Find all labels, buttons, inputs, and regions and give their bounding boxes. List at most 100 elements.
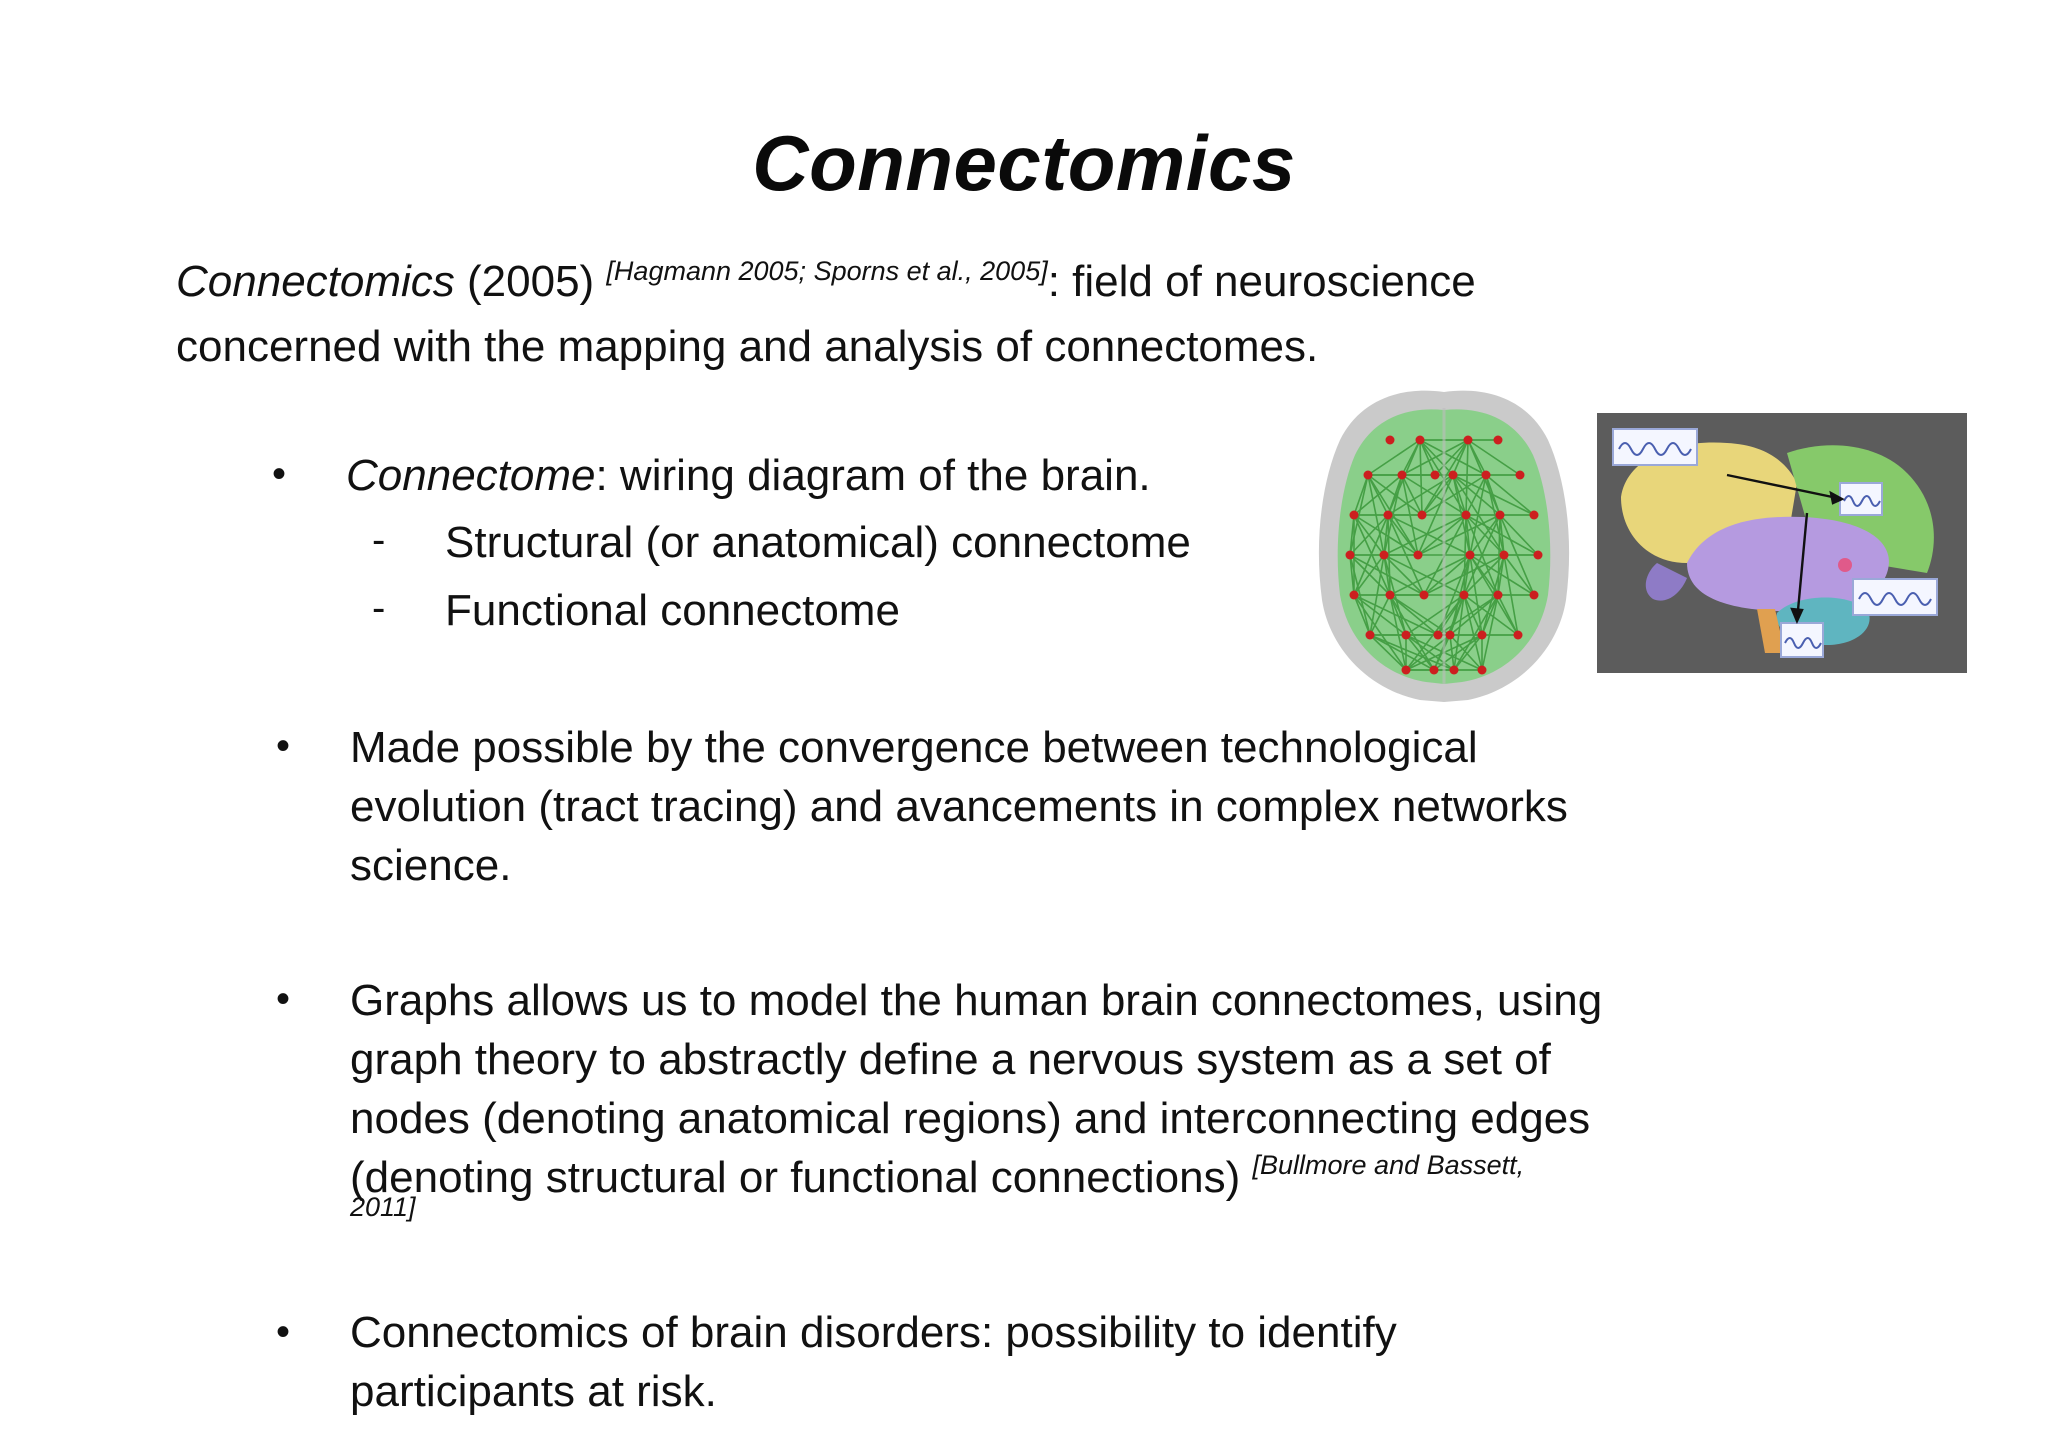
network-edge <box>1369 634 1455 671</box>
bullet-3-symbol: • <box>276 977 291 1021</box>
network-edge <box>1421 474 1487 516</box>
network-node <box>1459 590 1469 600</box>
network-node <box>1515 470 1525 480</box>
network-node <box>1385 435 1395 445</box>
signal-box-2 <box>1839 482 1883 516</box>
network-edges <box>1349 439 1539 671</box>
network-nodes <box>1345 435 1543 675</box>
network-edge <box>1449 594 1499 636</box>
network-edge <box>1353 594 1371 636</box>
network-edge <box>1463 594 1519 636</box>
network-edge <box>1465 439 1469 516</box>
intro-term: Connectomics <box>176 257 455 306</box>
network-edge <box>1389 594 1451 636</box>
network-node <box>1349 510 1359 520</box>
network-node <box>1477 665 1487 675</box>
arrowhead-2 <box>1790 607 1804 625</box>
network-node <box>1533 550 1543 560</box>
connection-arrow-1 <box>1726 473 1843 501</box>
network-node <box>1449 665 1459 675</box>
bullet-3-line: nodes (denoting anatomical regions) and … <box>350 1094 1591 1143</box>
network-node <box>1401 630 1411 640</box>
network-edge <box>1419 439 1436 476</box>
network-edge <box>1417 514 1501 556</box>
network-edge <box>1387 514 1419 556</box>
network-node <box>1529 590 1539 600</box>
network-edge <box>1383 514 1467 556</box>
signal-wave-4 <box>1784 637 1822 649</box>
network-edge <box>1389 554 1471 596</box>
bullet-1-text: : wiring diagram of the brain. <box>595 451 1151 500</box>
network-edge <box>1353 594 1407 671</box>
network-node <box>1481 470 1491 480</box>
network-node <box>1477 630 1487 640</box>
network-node <box>1417 510 1427 520</box>
network-edge <box>1387 514 1471 556</box>
network-node <box>1493 435 1503 445</box>
network-edge <box>1503 554 1535 596</box>
network-edge <box>1353 474 1403 516</box>
intro-text-line2: concerned with the mapping and analysis … <box>176 322 1319 371</box>
subitem-structural: Structural (or anatomical) connectome <box>445 518 1191 567</box>
network-node <box>1385 590 1395 600</box>
network-edge <box>1383 514 1389 556</box>
network-edge <box>1353 474 1369 516</box>
network-edge <box>1405 634 1455 671</box>
network-edge <box>1485 474 1535 516</box>
network-edge <box>1419 439 1487 476</box>
bullet-4-line: participants at risk. <box>350 1367 717 1416</box>
bullet-3-line: graph theory to abstractly define a nerv… <box>350 1035 1551 1084</box>
network-node <box>1513 630 1523 640</box>
signal-wave-1 <box>1618 442 1692 456</box>
network-edge <box>1499 514 1505 556</box>
network-node <box>1499 550 1509 560</box>
network-edge <box>1419 439 1423 516</box>
bullet-3-citation-year: 2011] <box>350 1192 416 1222</box>
temporal-pole <box>1645 563 1687 601</box>
network-edge <box>1433 634 1451 671</box>
network-node <box>1419 590 1429 600</box>
network-edge <box>1453 594 1499 671</box>
network-edge <box>1463 594 1483 671</box>
network-edge <box>1481 594 1499 671</box>
network-edge <box>1387 474 1403 516</box>
network-edge <box>1387 474 1454 516</box>
bullet-2: Made possible by the convergence between… <box>350 718 1680 895</box>
network-edge <box>1369 634 1435 671</box>
network-edge <box>1497 594 1519 636</box>
network-node <box>1445 630 1455 640</box>
signal-node <box>1838 558 1852 572</box>
network-edge <box>1452 439 1469 476</box>
connection-arrow-2 <box>1795 512 1809 622</box>
arrowhead-1 <box>1829 490 1845 505</box>
signal-wave-3 <box>1858 592 1932 606</box>
signal-wave-2 <box>1843 495 1881 507</box>
network-node <box>1430 470 1440 480</box>
network-edge <box>1405 594 1465 636</box>
network-edge <box>1467 439 1521 476</box>
network-edge <box>1465 474 1487 516</box>
network-node <box>1363 470 1373 480</box>
bullet-3: Graphs allows us to model the human brai… <box>350 971 1680 1213</box>
network-edge <box>1434 439 1469 476</box>
intro-text-line1: : field of neuroscience <box>1047 257 1476 306</box>
network-edge <box>1421 474 1454 516</box>
network-edge <box>1383 554 1391 596</box>
network-edge <box>1353 554 1385 596</box>
network-node <box>1461 510 1471 520</box>
intro-year: (2005) <box>454 257 607 306</box>
network-node <box>1413 550 1423 560</box>
network-node <box>1349 590 1359 600</box>
network-edge <box>1463 554 1505 596</box>
network-edge <box>1353 594 1439 636</box>
network-edge <box>1383 554 1465 596</box>
network-node <box>1465 550 1475 560</box>
network-edge <box>1349 554 1355 596</box>
network-edge <box>1497 554 1505 596</box>
network-node <box>1429 665 1439 675</box>
network-node <box>1433 630 1443 640</box>
network-edge <box>1469 514 1501 556</box>
network-node <box>1383 510 1393 520</box>
network-edge <box>1369 634 1407 671</box>
brainstem <box>1757 609 1785 653</box>
